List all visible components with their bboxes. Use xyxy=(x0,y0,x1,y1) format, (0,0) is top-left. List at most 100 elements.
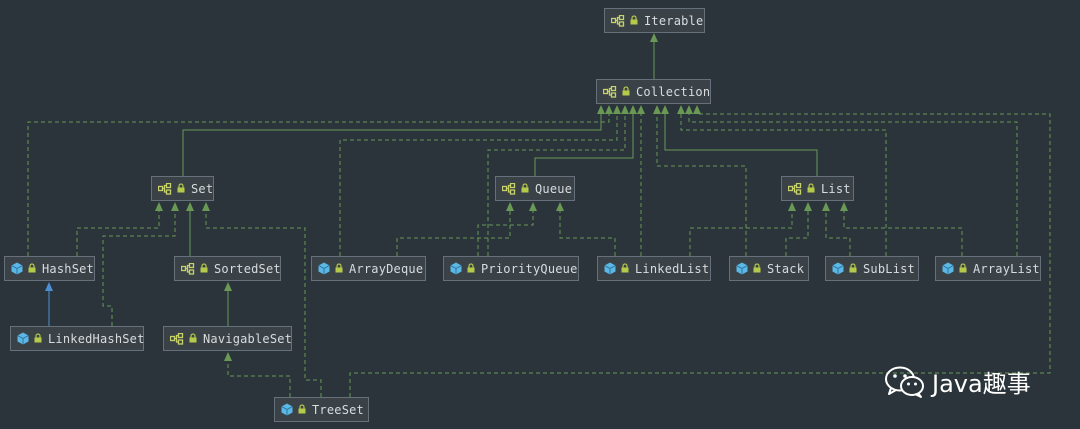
node-sublist[interactable]: SubList xyxy=(825,256,919,281)
interface-icon xyxy=(181,262,195,275)
node-linkedhashset[interactable]: LinkedHashSet xyxy=(10,326,144,351)
arrowhead xyxy=(653,105,661,114)
edge-arraylist-to-collection xyxy=(685,105,1018,256)
watermark: Java趣事 xyxy=(884,364,1031,399)
edge-queue-to-collection xyxy=(534,105,637,176)
interface-icon xyxy=(502,182,516,195)
lock-icon xyxy=(28,262,36,276)
node-label: Collection xyxy=(636,84,711,99)
node-stack[interactable]: Stack xyxy=(729,256,809,281)
node-arraylist[interactable]: ArrayList xyxy=(935,256,1041,281)
edge-stack-to-collection xyxy=(653,105,747,256)
node-list[interactable]: List xyxy=(781,176,854,201)
edge-treeset-to-set xyxy=(202,202,322,397)
node-treeset[interactable]: TreeSet xyxy=(274,397,369,422)
edge-arraydeque-to-collection xyxy=(339,105,621,256)
edge-linkedlist-to-collection xyxy=(637,105,645,256)
arrowhead xyxy=(224,352,232,361)
node-queue[interactable]: Queue xyxy=(495,176,575,201)
lock-icon xyxy=(622,85,630,99)
arrowhead xyxy=(693,105,701,114)
lock-icon xyxy=(335,262,343,276)
arrowhead xyxy=(804,202,812,211)
node-label: HashSet xyxy=(42,261,94,276)
node-label: Iterable xyxy=(644,13,704,28)
edge-sublist-to-collection xyxy=(677,105,887,256)
node-sortedset[interactable]: SortedSet xyxy=(174,256,281,281)
wechat-icon xyxy=(884,365,926,399)
arrowhead xyxy=(186,202,194,211)
arrowhead xyxy=(224,282,232,291)
arrowhead xyxy=(605,105,613,114)
edge-linkedlist-to-queue xyxy=(556,202,616,256)
node-label: List xyxy=(821,181,851,196)
node-label: Stack xyxy=(767,261,805,276)
node-priorityqueue[interactable]: PriorityQueue xyxy=(443,256,579,281)
edge-stack-to-list xyxy=(785,202,812,256)
arrowhead xyxy=(621,105,629,114)
lock-icon xyxy=(34,332,42,346)
edge-linkedhashset-to-hashset xyxy=(45,282,53,326)
class-icon xyxy=(736,262,748,275)
interface-icon xyxy=(158,182,172,195)
lock-icon xyxy=(630,14,638,28)
edge-sortedset-to-set xyxy=(186,202,194,256)
arrowhead xyxy=(613,105,621,114)
lock-icon xyxy=(467,262,475,276)
node-linkedlist[interactable]: LinkedList xyxy=(597,256,711,281)
class-icon xyxy=(942,262,954,275)
arrowhead xyxy=(529,202,537,211)
node-label: SortedSet xyxy=(214,261,281,276)
node-label: PriorityQueue xyxy=(481,261,578,276)
arrowhead xyxy=(506,202,514,211)
class-icon xyxy=(281,403,293,416)
node-label: ArrayList xyxy=(973,261,1040,276)
class-icon xyxy=(832,262,844,275)
lock-icon xyxy=(298,403,306,417)
node-label: ArrayDeque xyxy=(349,261,424,276)
lock-icon xyxy=(200,262,208,276)
arrowhead xyxy=(155,202,163,211)
arrowhead xyxy=(661,105,669,114)
edge-hashset-to-set xyxy=(76,202,163,256)
arrowhead xyxy=(556,202,564,211)
arrowhead xyxy=(171,202,179,211)
edge-sublist-to-list xyxy=(822,202,851,256)
edge-navigableset-to-sortedset xyxy=(224,282,232,326)
lock-icon xyxy=(753,262,761,276)
arrowhead xyxy=(45,282,53,291)
edge-linkedlist-to-list xyxy=(689,202,796,256)
edge-collection-to-iterable xyxy=(650,33,658,79)
lock-icon xyxy=(849,262,857,276)
lock-icon xyxy=(189,332,197,346)
class-icon xyxy=(318,262,330,275)
edge-priorityqueue-to-queue xyxy=(477,202,537,256)
arrowhead xyxy=(822,202,830,211)
node-arraydeque[interactable]: ArrayDeque xyxy=(311,256,426,281)
node-set[interactable]: Set xyxy=(151,176,214,201)
class-icon xyxy=(604,262,616,275)
node-hashset[interactable]: HashSet xyxy=(4,256,95,281)
arrowhead xyxy=(202,202,210,211)
arrowhead xyxy=(685,105,693,114)
node-navigableset[interactable]: NavigableSet xyxy=(163,326,292,351)
lock-icon xyxy=(807,182,815,196)
edge-treeset-to-navigableset xyxy=(224,352,291,397)
arrowhead xyxy=(650,33,658,42)
node-label: LinkedList xyxy=(635,261,710,276)
edge-hashset-to-collection xyxy=(27,105,613,256)
node-label: Set xyxy=(191,181,214,196)
arrowhead xyxy=(597,105,605,114)
node-collection[interactable]: Collection xyxy=(596,79,711,104)
node-label: Queue xyxy=(535,181,573,196)
lock-icon xyxy=(959,262,967,276)
node-label: LinkedHashSet xyxy=(48,331,145,346)
node-iterable[interactable]: Iterable xyxy=(604,8,705,33)
lock-icon xyxy=(621,262,629,276)
edge-arraylist-to-list xyxy=(840,202,963,256)
interface-icon xyxy=(611,14,625,27)
node-label: TreeSet xyxy=(312,402,364,417)
class-icon xyxy=(11,262,23,275)
